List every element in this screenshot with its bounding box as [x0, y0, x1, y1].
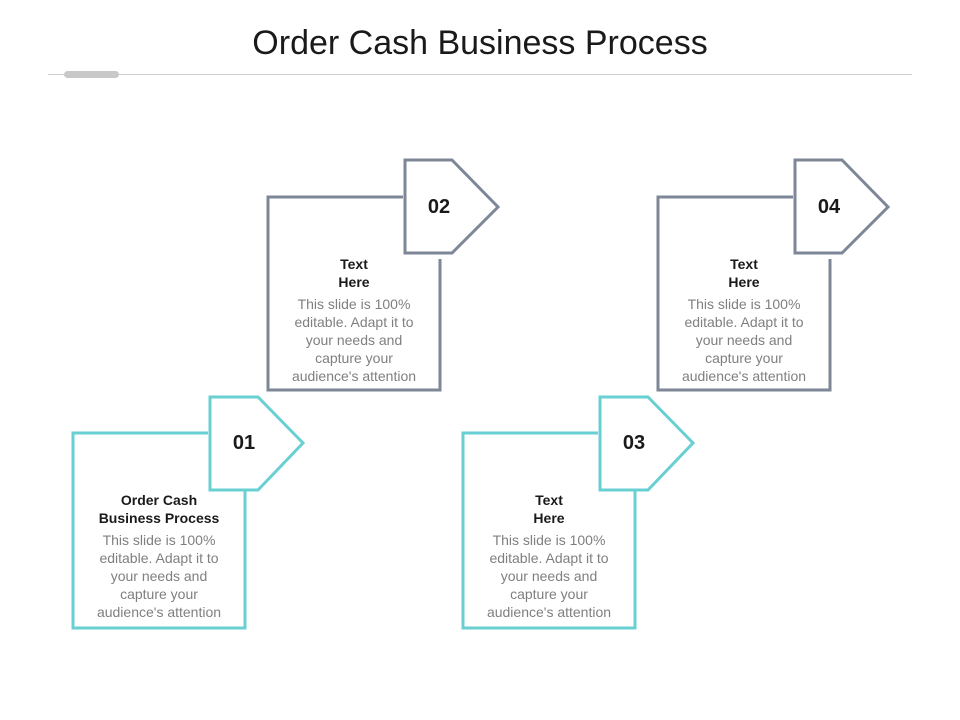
step-03-heading: Text Here: [474, 491, 624, 527]
step-02-description-line: editable. Adapt it to: [294, 314, 414, 330]
step-02-description-line: capture your: [315, 350, 393, 366]
step-03-heading-line2: Here: [533, 510, 565, 526]
step-03-description-line: audience's attention: [486, 604, 612, 620]
step-01-description-line: editable. Adapt it to: [99, 550, 219, 566]
step-02-frame: [266, 195, 442, 392]
step-04-arrow-tab: [793, 158, 891, 255]
step-02-description: This slide is 100% editable. Adapt it to…: [279, 295, 429, 385]
step-04-description-line: your needs and: [695, 332, 793, 348]
step-02-description-line: This slide is 100%: [297, 296, 411, 312]
step-03-arrow-tab: [598, 395, 696, 492]
step-01-heading: Order Cash Business Process: [84, 491, 234, 527]
title-divider-accent: [64, 71, 119, 78]
step-03-description-line: editable. Adapt it to: [489, 550, 609, 566]
step-01-number: 01: [232, 432, 256, 454]
step-01-description-line: capture your: [120, 586, 198, 602]
step-04-heading-line2: Here: [728, 274, 760, 290]
step-02-number: 02: [427, 196, 451, 218]
step-04-frame: [656, 195, 832, 392]
step-02-heading-line2: Here: [338, 274, 370, 290]
step-04-description-line: This slide is 100%: [687, 296, 801, 312]
step-02-description-line: your needs and: [305, 332, 403, 348]
slide-title: Order Cash Business Process: [252, 24, 708, 62]
step-04-number: 04: [817, 196, 841, 218]
step-03-number: 03: [622, 432, 646, 454]
step-01-arrow-tab: [208, 395, 306, 492]
title-divider: [48, 74, 912, 75]
step-02-heading-line1: Text: [340, 256, 368, 272]
step-01-heading-line2: Business Process: [98, 510, 220, 526]
step-01-frame: [71, 431, 247, 630]
step-03-description-line: your needs and: [500, 568, 598, 584]
step-01-heading-line1: Order Cash: [120, 492, 198, 508]
step-04-description-line: capture your: [705, 350, 783, 366]
step-04-description-line: audience's attention: [681, 368, 807, 384]
step-01-description: This slide is 100% editable. Adapt it to…: [84, 531, 234, 621]
step-01-description-line: This slide is 100%: [102, 532, 216, 548]
step-02-arrow-tab: [403, 158, 501, 255]
step-03-heading-line1: Text: [535, 492, 563, 508]
step-03-description-line: This slide is 100%: [492, 532, 606, 548]
step-01-description-line: audience's attention: [96, 604, 222, 620]
step-03-description-line: capture your: [510, 586, 588, 602]
step-03-description: This slide is 100% editable. Adapt it to…: [474, 531, 624, 621]
step-04-heading: Text Here: [669, 255, 819, 291]
step-04-heading-line1: Text: [730, 256, 758, 272]
step-02-heading: Text Here: [279, 255, 429, 291]
step-04-description: This slide is 100% editable. Adapt it to…: [669, 295, 819, 385]
step-03-frame: [461, 431, 637, 630]
step-01-description-line: your needs and: [110, 568, 208, 584]
step-02-description-line: audience's attention: [291, 368, 417, 384]
step-04-description-line: editable. Adapt it to: [684, 314, 804, 330]
